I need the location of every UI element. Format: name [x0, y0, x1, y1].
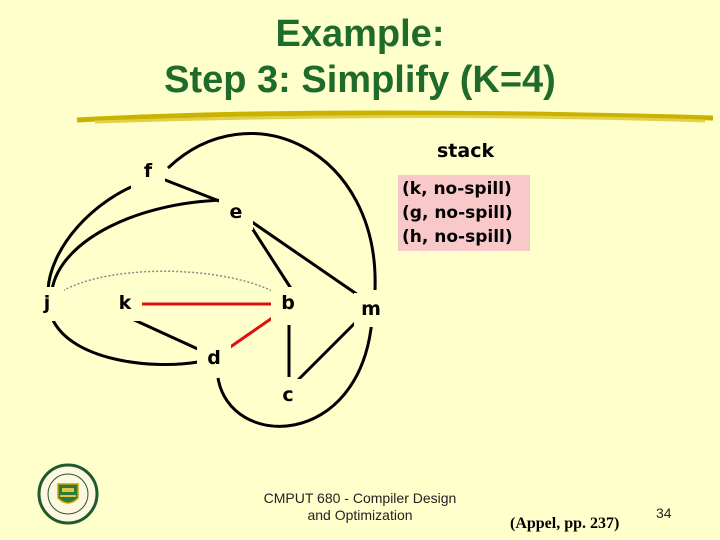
title-line-2: Step 3: Simplify (K=4) [164, 59, 556, 101]
node-d: d [197, 342, 231, 376]
edge-b-d [225, 314, 276, 352]
footer-line-2: and Optimization [307, 507, 413, 523]
stack-item: (h, no-spill) [402, 227, 513, 247]
edge-j-b-move [49, 270, 286, 301]
edge-d-m [216, 319, 374, 428]
node-b: b [271, 287, 305, 321]
footer: CMPUT 680 - Compiler Design and Optimiza… [250, 490, 470, 524]
node-j: j [30, 287, 64, 321]
stack-label: stack [437, 140, 495, 162]
edge-e-b [248, 224, 294, 291]
node-f: f [131, 155, 165, 189]
stack-item: (k, no-spill) [402, 179, 512, 199]
edge-m-c [296, 316, 362, 382]
node-m: m [354, 293, 388, 327]
page-number: 34 [656, 505, 672, 521]
citation: (Appel, pp. 237) [510, 515, 620, 532]
edge-f-j [46, 178, 149, 291]
edge-e-m [251, 220, 359, 297]
edge-j-d [50, 317, 199, 367]
university-of-alberta-seal-icon [37, 463, 99, 525]
edge-k-d [129, 316, 201, 352]
stack-box: (k, no-spill) (g, no-spill) (h, no-spill… [398, 175, 530, 251]
title-line-1: Example: [275, 13, 445, 55]
edge-f-m [166, 131, 377, 291]
footer-line-1: CMPUT 680 - Compiler Design [263, 490, 457, 506]
title-underline [76, 110, 714, 124]
stack-item: (g, no-spill) [402, 203, 513, 223]
node-c: c [271, 379, 305, 413]
node-e: e [219, 196, 253, 230]
edge-e-j [50, 198, 233, 291]
node-k: k [108, 287, 142, 321]
